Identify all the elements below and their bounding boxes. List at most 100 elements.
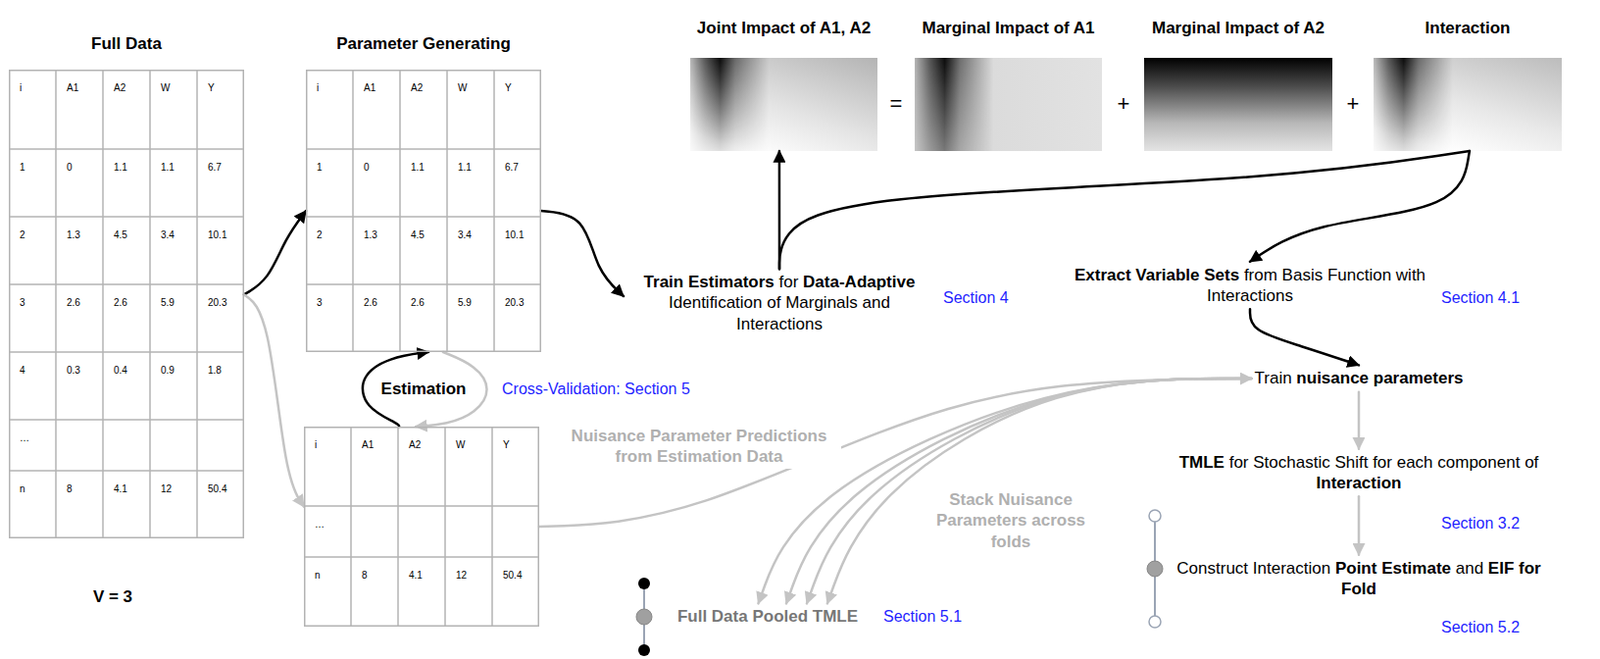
word: of	[1524, 452, 1539, 472]
table-cell: A1	[66, 82, 79, 95]
loop-label: Estimation	[381, 379, 467, 400]
table-grid	[303, 426, 540, 627]
step-text: Construct Interaction Point Estimate and…	[1164, 554, 1553, 603]
word: Interactions	[1206, 286, 1294, 305]
table-cell: A2	[113, 82, 126, 95]
word: and	[1455, 558, 1489, 578]
word: for	[1372, 452, 1398, 472]
table-rule	[493, 69, 496, 352]
table-rule	[397, 426, 400, 627]
word: Variable	[1135, 265, 1204, 285]
table-cell: 2.6	[66, 297, 81, 309]
word: for	[1518, 558, 1542, 578]
table-cell: 2.6	[113, 297, 128, 309]
table-border	[9, 70, 245, 539]
heatmap-band	[1373, 57, 1562, 151]
word: Function	[1327, 265, 1397, 285]
connector	[539, 378, 1252, 527]
table-rule	[196, 69, 199, 539]
word: Pooled	[751, 606, 812, 626]
interaction-heatmap	[1373, 57, 1562, 151]
section-ref: Section 3.2	[1441, 513, 1520, 533]
data-table: iA1A2WY…n84.11250.4	[303, 426, 540, 627]
table-rule	[8, 418, 245, 421]
table-cell: 1.1	[410, 161, 425, 174]
table-heading: Parameter Generating	[266, 34, 581, 54]
heatmap-band	[914, 57, 1102, 151]
word: Stochastic	[1252, 452, 1335, 472]
plot-panel: Marginal Impact of A1	[914, 57, 1102, 151]
table-cell: …	[314, 518, 325, 531]
table-rule	[491, 426, 494, 627]
timeline-dot	[1149, 509, 1161, 522]
step-text: TMLE for Stochastic Shift for each compo…	[1164, 449, 1553, 498]
timeline-dot	[638, 577, 650, 590]
marginal-a2-heatmap	[1144, 57, 1333, 151]
table-cell: 1.8	[207, 364, 222, 377]
word: Train	[1254, 368, 1298, 388]
table-cell: Y	[207, 82, 215, 95]
heatmap-band	[690, 57, 878, 151]
table-cell: W	[160, 82, 170, 95]
table-cell: 50.4	[502, 569, 522, 582]
table-grid	[305, 69, 542, 352]
section-ref: Section 4.1	[1441, 288, 1520, 307]
table-cell: 6.7	[504, 161, 519, 174]
word: parameters	[1373, 368, 1464, 388]
plot-panel: Joint Impact of A1, A2	[690, 57, 878, 151]
word: Estimate	[1381, 558, 1456, 578]
table-heading: Full Data	[0, 34, 284, 54]
table-cell: 4	[19, 364, 26, 377]
word: for	[779, 272, 804, 292]
table-rule	[303, 504, 540, 507]
word: Interactions	[736, 314, 823, 334]
table-cell: 2.6	[363, 297, 378, 309]
connector	[779, 150, 1470, 269]
table-rule	[149, 69, 151, 539]
timeline-dot	[1147, 560, 1163, 577]
table-cell: 8	[66, 483, 73, 496]
panel-title: Interaction	[1334, 18, 1600, 39]
table-cell: A1	[361, 439, 374, 451]
connector	[1357, 496, 1361, 555]
step-text: Construct Interaction Point Estimate and…	[1167, 557, 1550, 600]
table-rule	[8, 350, 245, 353]
step-text: TMLE for Stochastic Shift for each compo…	[1167, 451, 1550, 495]
table-cell: i	[316, 82, 319, 95]
step-text: Full Data Pooled TMLE	[677, 605, 858, 627]
table-cell: 12	[455, 569, 467, 582]
table-cell: 5.9	[160, 297, 175, 309]
table-cell: 2.6	[410, 297, 425, 309]
word: with	[1396, 265, 1426, 285]
section-ref: Cross-Validation: Section 5	[501, 379, 691, 399]
data-table: Parameter GeneratingiA1A2WY101.11.16.721…	[305, 69, 542, 352]
table-rule	[8, 469, 245, 472]
table-rule	[101, 69, 104, 539]
table-cell: 2	[19, 229, 26, 242]
word: Sets	[1203, 265, 1245, 285]
word: of	[766, 293, 786, 312]
table-cell: 3	[19, 297, 26, 309]
table-cell: 1	[316, 161, 323, 174]
data-table: Full DataiA1A2WY101.11.16.721.34.53.410.…	[8, 69, 245, 539]
table-rule	[444, 426, 447, 627]
word: Shift	[1334, 452, 1373, 472]
connector	[244, 210, 306, 295]
table-cell: A2	[408, 439, 421, 451]
table-cell: 10.1	[504, 229, 524, 242]
word: nuisance	[1296, 368, 1373, 388]
table-rule	[399, 69, 401, 352]
word: TMLE	[812, 606, 858, 626]
table-cell: W	[457, 82, 467, 95]
word: Identification	[668, 293, 767, 312]
heatmap-ground	[1373, 57, 1562, 151]
table-rule	[446, 69, 449, 352]
panel-title: Marginal Impact of A2	[1104, 18, 1372, 39]
table-cell: 4.5	[410, 229, 425, 242]
table-rule	[305, 148, 542, 150]
word: each	[1397, 452, 1439, 472]
word: Marginals	[785, 293, 862, 312]
word: Extract	[1074, 265, 1136, 285]
table-cell: 1.1	[160, 161, 175, 174]
table-cell: 0.9	[160, 364, 175, 377]
